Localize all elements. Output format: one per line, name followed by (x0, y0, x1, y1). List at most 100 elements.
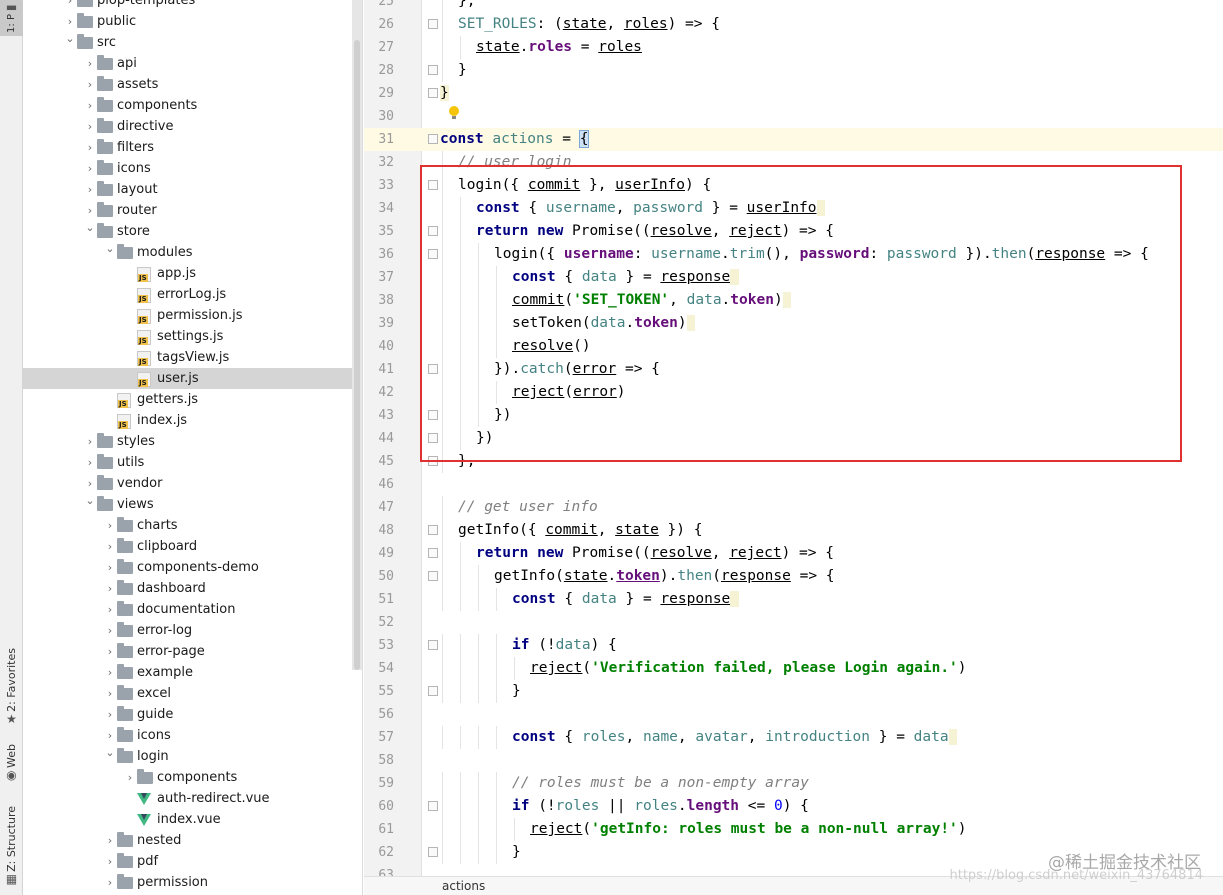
fold-marker-icon[interactable] (428, 801, 438, 811)
code-line[interactable]: 59// roles must be a non-empty array (364, 772, 1223, 795)
code-line[interactable]: 44}) (364, 427, 1223, 450)
chevron-right-icon[interactable]: › (87, 78, 93, 91)
chevron-down-icon[interactable]: ⌄ (105, 746, 115, 759)
tree-folder[interactable]: ›layout (23, 179, 353, 200)
chevron-right-icon[interactable]: › (107, 876, 113, 889)
chevron-right-icon[interactable]: › (87, 162, 93, 175)
tree-folder[interactable]: ›nested (23, 830, 353, 851)
fold-marker-icon[interactable] (428, 180, 438, 190)
tree-folder[interactable]: ›vendor (23, 473, 353, 494)
chevron-right-icon[interactable]: › (87, 141, 93, 154)
chevron-right-icon[interactable]: › (107, 645, 113, 658)
structure-tool-tab[interactable]: Z: Structure ▦ (0, 806, 23, 886)
tree-file[interactable]: index.js (23, 410, 353, 431)
fold-marker-icon[interactable] (428, 456, 438, 466)
lightbulb-icon[interactable] (448, 106, 460, 120)
fold-marker-icon[interactable] (428, 847, 438, 857)
tree-file[interactable]: user.js (23, 368, 353, 389)
code-line[interactable]: 29} (364, 82, 1223, 105)
tree-folder[interactable]: ›permission (23, 872, 353, 893)
chevron-right-icon[interactable]: › (107, 687, 113, 700)
tree-folder[interactable]: ⌄login (23, 746, 353, 767)
fold-marker-icon[interactable] (428, 525, 438, 535)
tree-folder[interactable]: ›example (23, 662, 353, 683)
editor-breadcrumb[interactable]: actions (364, 876, 1223, 895)
code-line[interactable]: 55} (364, 680, 1223, 703)
fold-marker-icon[interactable] (428, 19, 438, 29)
tree-file[interactable]: permission.js (23, 305, 353, 326)
tree-file[interactable]: auth-redirect.vue (23, 788, 353, 809)
fold-marker-icon[interactable] (428, 65, 438, 75)
tree-folder[interactable]: ›dashboard (23, 578, 353, 599)
tree-folder[interactable]: ›filters (23, 137, 353, 158)
tree-folder[interactable]: ›icons (23, 158, 353, 179)
tree-folder[interactable]: ›excel (23, 683, 353, 704)
tree-folder[interactable]: ›error-page (23, 641, 353, 662)
tree-folder[interactable]: ›guide (23, 704, 353, 725)
fold-marker-icon[interactable] (428, 433, 438, 443)
tree-folder[interactable]: ⌄modules (23, 242, 353, 263)
chevron-right-icon[interactable]: › (67, 0, 73, 7)
code-line[interactable]: 30 (364, 105, 1223, 128)
chevron-right-icon[interactable]: › (107, 855, 113, 868)
fold-marker-icon[interactable] (428, 640, 438, 650)
tree-folder[interactable]: ›components (23, 767, 353, 788)
tree-folder[interactable]: ›pdf (23, 851, 353, 872)
tree-file[interactable]: errorLog.js (23, 284, 353, 305)
project-tree[interactable]: ›plop-templates›public⌄src›api›assets›co… (23, 0, 363, 895)
chevron-right-icon[interactable]: › (87, 456, 93, 469)
tree-file[interactable]: index.vue (23, 809, 353, 830)
code-line[interactable]: 46 (364, 473, 1223, 496)
tree-scrollbar-thumb[interactable] (354, 40, 360, 670)
code-line[interactable]: 32// user login (364, 151, 1223, 174)
tree-folder[interactable]: ›error-log (23, 620, 353, 641)
tree-folder[interactable]: ›assets (23, 74, 353, 95)
fold-marker-icon[interactable] (428, 364, 438, 374)
code-line[interactable]: 25}, (364, 0, 1223, 13)
tree-folder[interactable]: ›plop-templates (23, 0, 353, 11)
chevron-right-icon[interactable]: › (87, 204, 93, 217)
tree-folder[interactable]: ⌄views (23, 494, 353, 515)
chevron-down-icon[interactable]: ⌄ (105, 242, 115, 255)
chevron-right-icon[interactable]: › (107, 582, 113, 595)
favorites-tool-tab[interactable]: 2: Favorites ★ (0, 648, 23, 726)
code-line[interactable]: 45}, (364, 450, 1223, 473)
tree-folder[interactable]: ›styles (23, 431, 353, 452)
tree-file[interactable]: app.js (23, 263, 353, 284)
fold-marker-icon[interactable] (428, 548, 438, 558)
code-line[interactable]: 62} (364, 841, 1223, 864)
chevron-right-icon[interactable]: › (107, 624, 113, 637)
chevron-right-icon[interactable]: › (87, 99, 93, 112)
chevron-right-icon[interactable]: › (87, 477, 93, 490)
tree-folder[interactable]: ›clipboard (23, 536, 353, 557)
tree-file[interactable]: getters.js (23, 389, 353, 410)
project-tool-tab[interactable]: ▬ 1: P (0, 0, 23, 36)
fold-marker-icon[interactable] (428, 226, 438, 236)
chevron-right-icon[interactable]: › (127, 771, 133, 784)
chevron-right-icon[interactable]: › (107, 540, 113, 553)
code-line[interactable]: 56 (364, 703, 1223, 726)
chevron-right-icon[interactable]: › (107, 729, 113, 742)
chevron-right-icon[interactable]: › (107, 519, 113, 532)
tree-file[interactable]: tagsView.js (23, 347, 353, 368)
chevron-down-icon[interactable]: ⌄ (85, 221, 95, 234)
tree-folder[interactable]: ›public (23, 11, 353, 32)
tree-folder[interactable]: ›charts (23, 515, 353, 536)
tree-folder[interactable]: ›utils (23, 452, 353, 473)
chevron-down-icon[interactable]: ⌄ (65, 32, 75, 45)
